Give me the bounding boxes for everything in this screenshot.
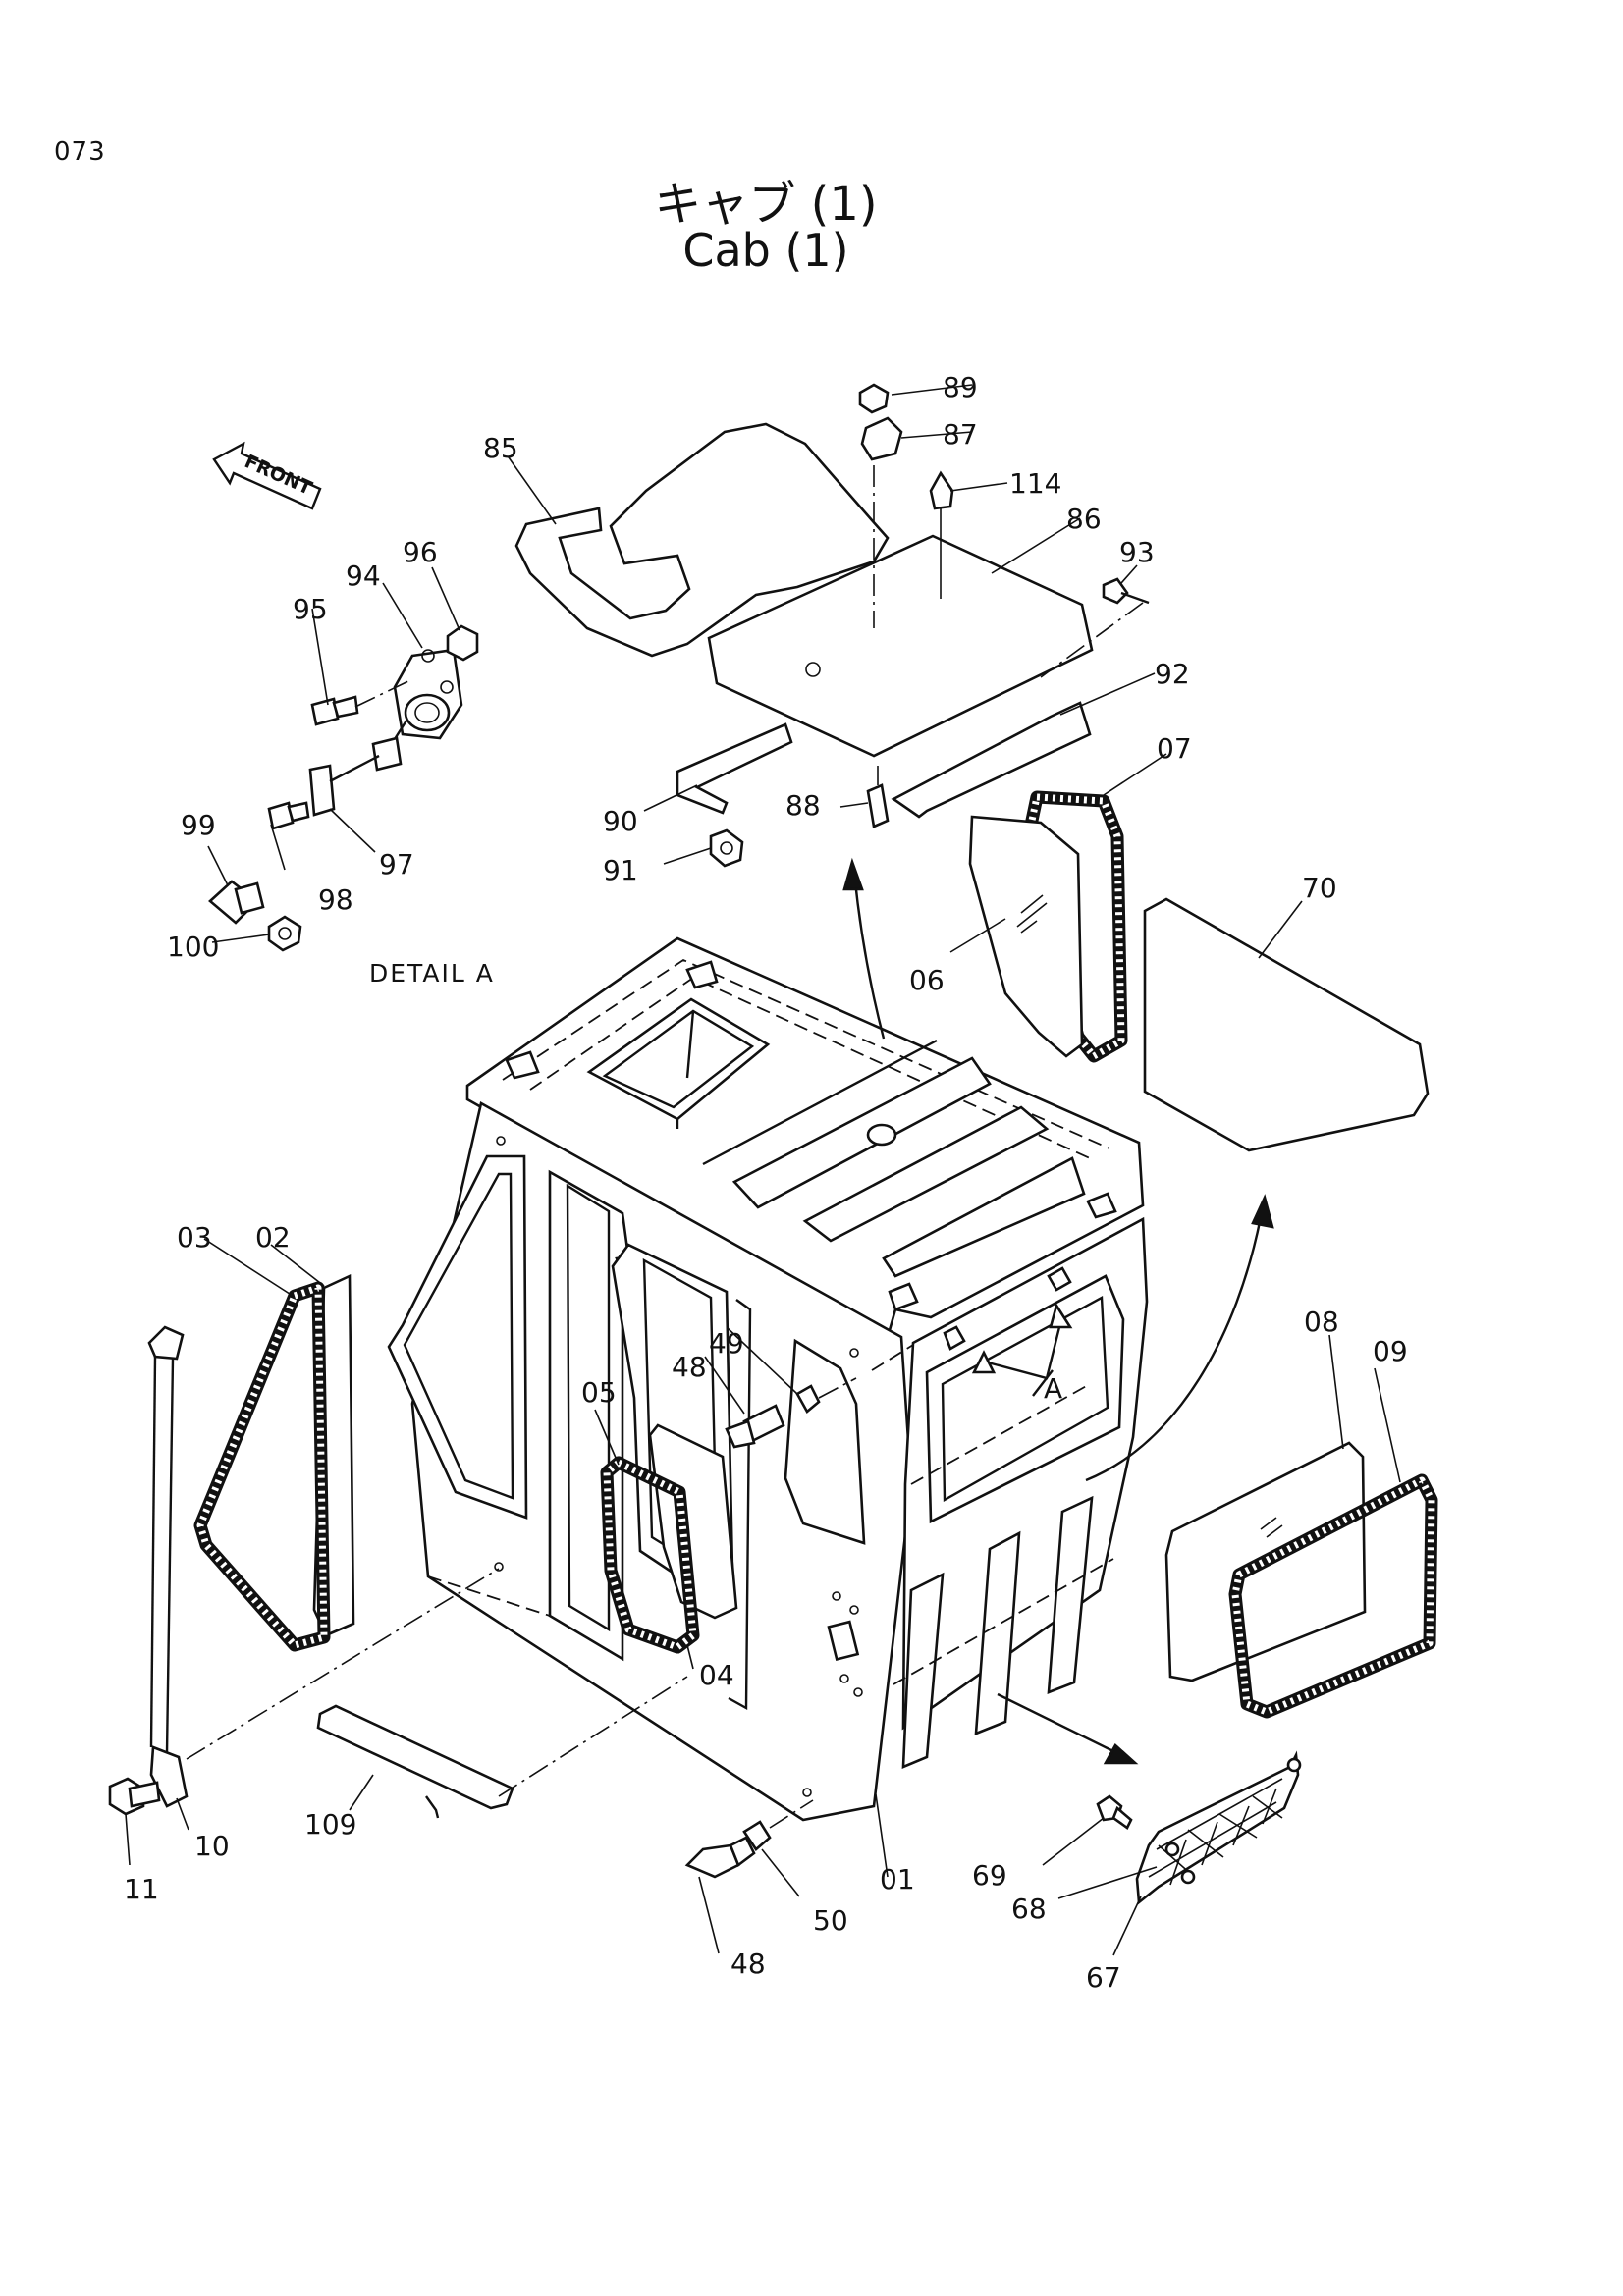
detail-a-label: DETAIL A [369,959,495,988]
callout-07: 07 [1157,732,1192,765]
callout-48-lower: 48 [730,1948,766,1980]
callout-09: 09 [1373,1335,1408,1367]
callout-114: 114 [1009,467,1061,500]
callout-87: 87 [943,418,978,451]
callout-70: 70 [1302,872,1337,904]
callout-95: 95 [293,593,328,625]
detail-a-hardware: DETAIL A [208,624,495,988]
callout-86: 86 [1066,503,1102,535]
callout-50: 50 [813,1904,848,1937]
callout-08: 08 [1304,1306,1339,1338]
front-window-parts [1164,1441,1438,1719]
callout-92: 92 [1155,658,1190,690]
cab-body: A [387,936,1149,1822]
callout-99: 99 [181,809,216,841]
callout-97: 97 [379,848,414,881]
callout-68: 68 [1011,1893,1047,1925]
grille-parts [1096,1750,1302,1905]
right-window-parts [968,790,1430,1152]
left-side-parts [108,1273,500,1816]
callout-98: 98 [318,883,353,916]
callout-94: 94 [346,560,381,592]
page-number: 073 [54,137,106,167]
callout-90: 90 [603,805,638,837]
callout-89: 89 [943,371,978,403]
title-japanese: キャブ (1) [654,177,878,232]
callout-93: 93 [1119,536,1155,568]
callout-03: 03 [177,1221,212,1254]
leader-lines [125,384,1401,1956]
door-window-parts [600,1377,857,1654]
callout-96: 96 [403,536,438,568]
step-parts [316,1676,688,1819]
callout-91: 91 [603,854,638,886]
callout-labels: 89 87 114 86 93 92 07 70 06 85 90 91 88 … [124,371,1408,1994]
callout-49: 49 [709,1327,744,1360]
roof-parts [514,383,1150,868]
callout-04: 04 [699,1659,734,1691]
callout-05: 05 [581,1376,617,1409]
title-english: Cab (1) [682,224,849,277]
view-a-marker: A [1044,1372,1062,1405]
callout-85: 85 [483,432,518,464]
callout-01: 01 [880,1863,915,1896]
direction-arrows [842,857,1274,1765]
callout-11: 11 [124,1873,159,1905]
callout-67: 67 [1086,1961,1121,1994]
callout-06: 06 [909,964,945,996]
callout-100: 100 [167,931,219,963]
callout-10: 10 [194,1830,230,1862]
callout-02: 02 [255,1221,291,1254]
callout-48-upper: 48 [672,1351,707,1383]
callout-109: 109 [304,1808,356,1841]
front-arrow-icon: FRONT [212,441,322,510]
lower-fasteners [684,1799,814,1879]
callout-69: 69 [972,1859,1007,1892]
callout-88: 88 [785,789,821,822]
